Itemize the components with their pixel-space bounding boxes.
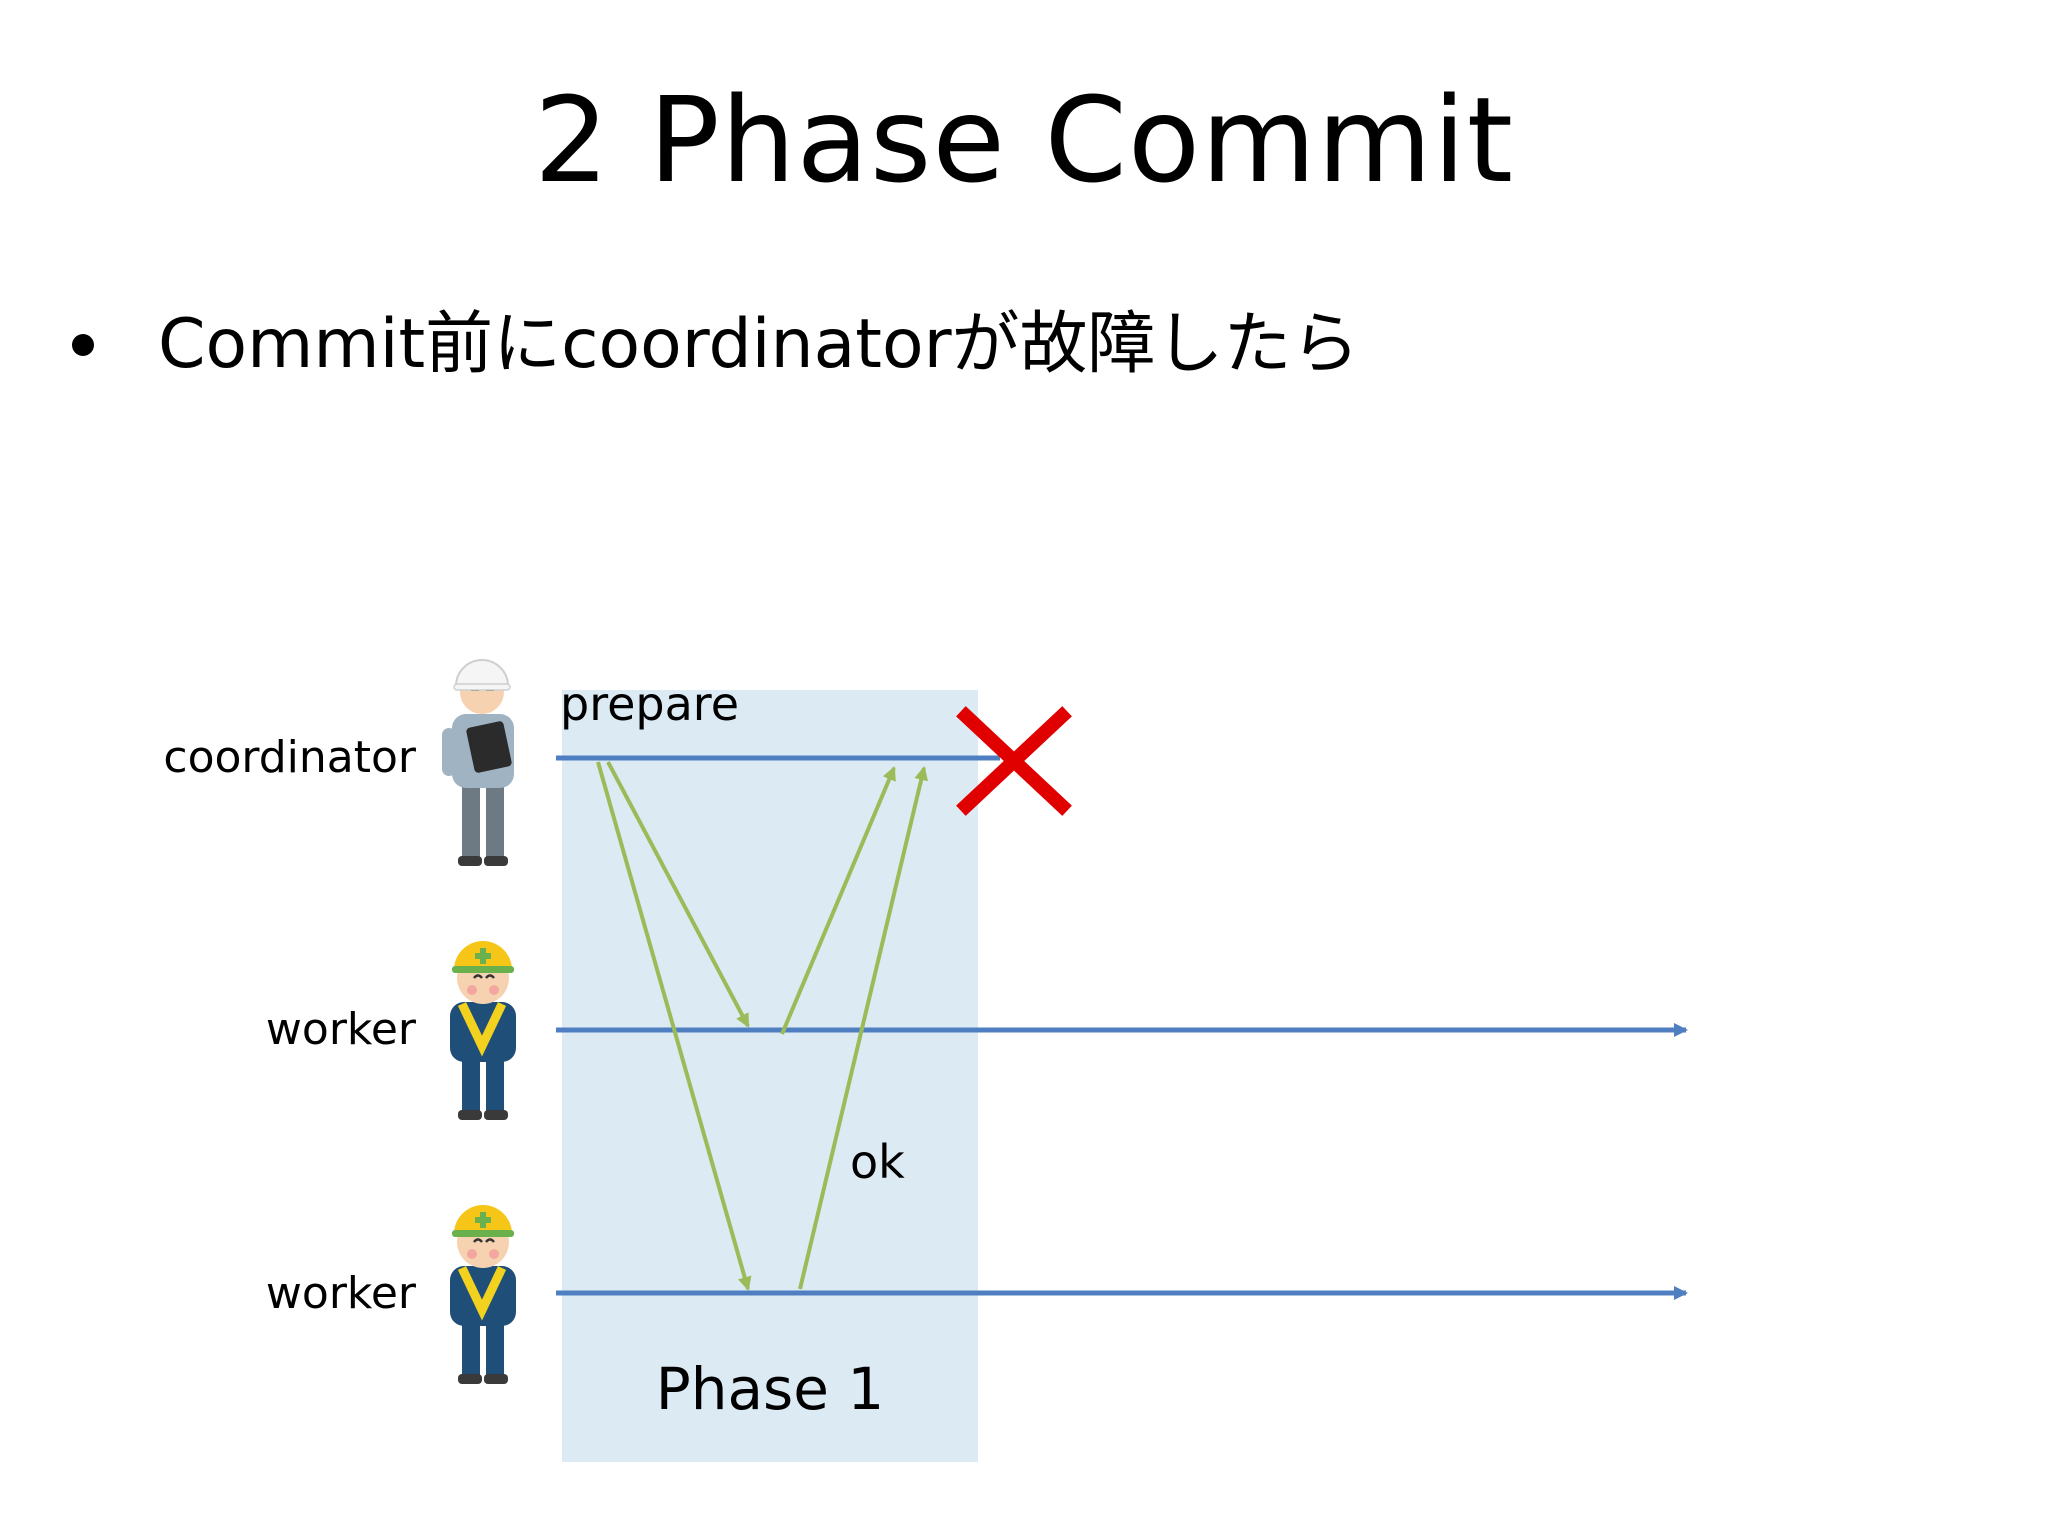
prepare-arrow-to-worker-2 (596, 761, 752, 1291)
construction-worker-icon (450, 1205, 516, 1384)
prepare-arrow-to-worker-1 (606, 761, 750, 1028)
bullet-dot (72, 334, 94, 356)
phase-1-label: Phase 1 (655, 1355, 885, 1423)
ok-arrow-from-worker-2 (798, 766, 929, 1290)
construction-worker-icon (450, 941, 516, 1120)
supervisor-with-clipboard-icon (442, 659, 514, 866)
slide-title: 2 Phase Commit (534, 71, 1514, 209)
prepare-label: prepare (560, 677, 739, 731)
bullet-text: Commit前にcoordinatorが故障したら (158, 305, 1360, 384)
actor-label-worker-1: worker (265, 1004, 416, 1055)
actor-label-worker-2: worker (265, 1268, 416, 1319)
ok-label: ok (850, 1135, 905, 1189)
x-mark-icon (956, 706, 1072, 816)
bullet-item: Commit前にcoordinatorが故障したら (72, 300, 1360, 390)
phase-1-band (562, 690, 978, 1462)
ok-arrow-from-worker-1 (780, 766, 896, 1035)
actor-label-coordinator: coordinator (163, 732, 416, 783)
